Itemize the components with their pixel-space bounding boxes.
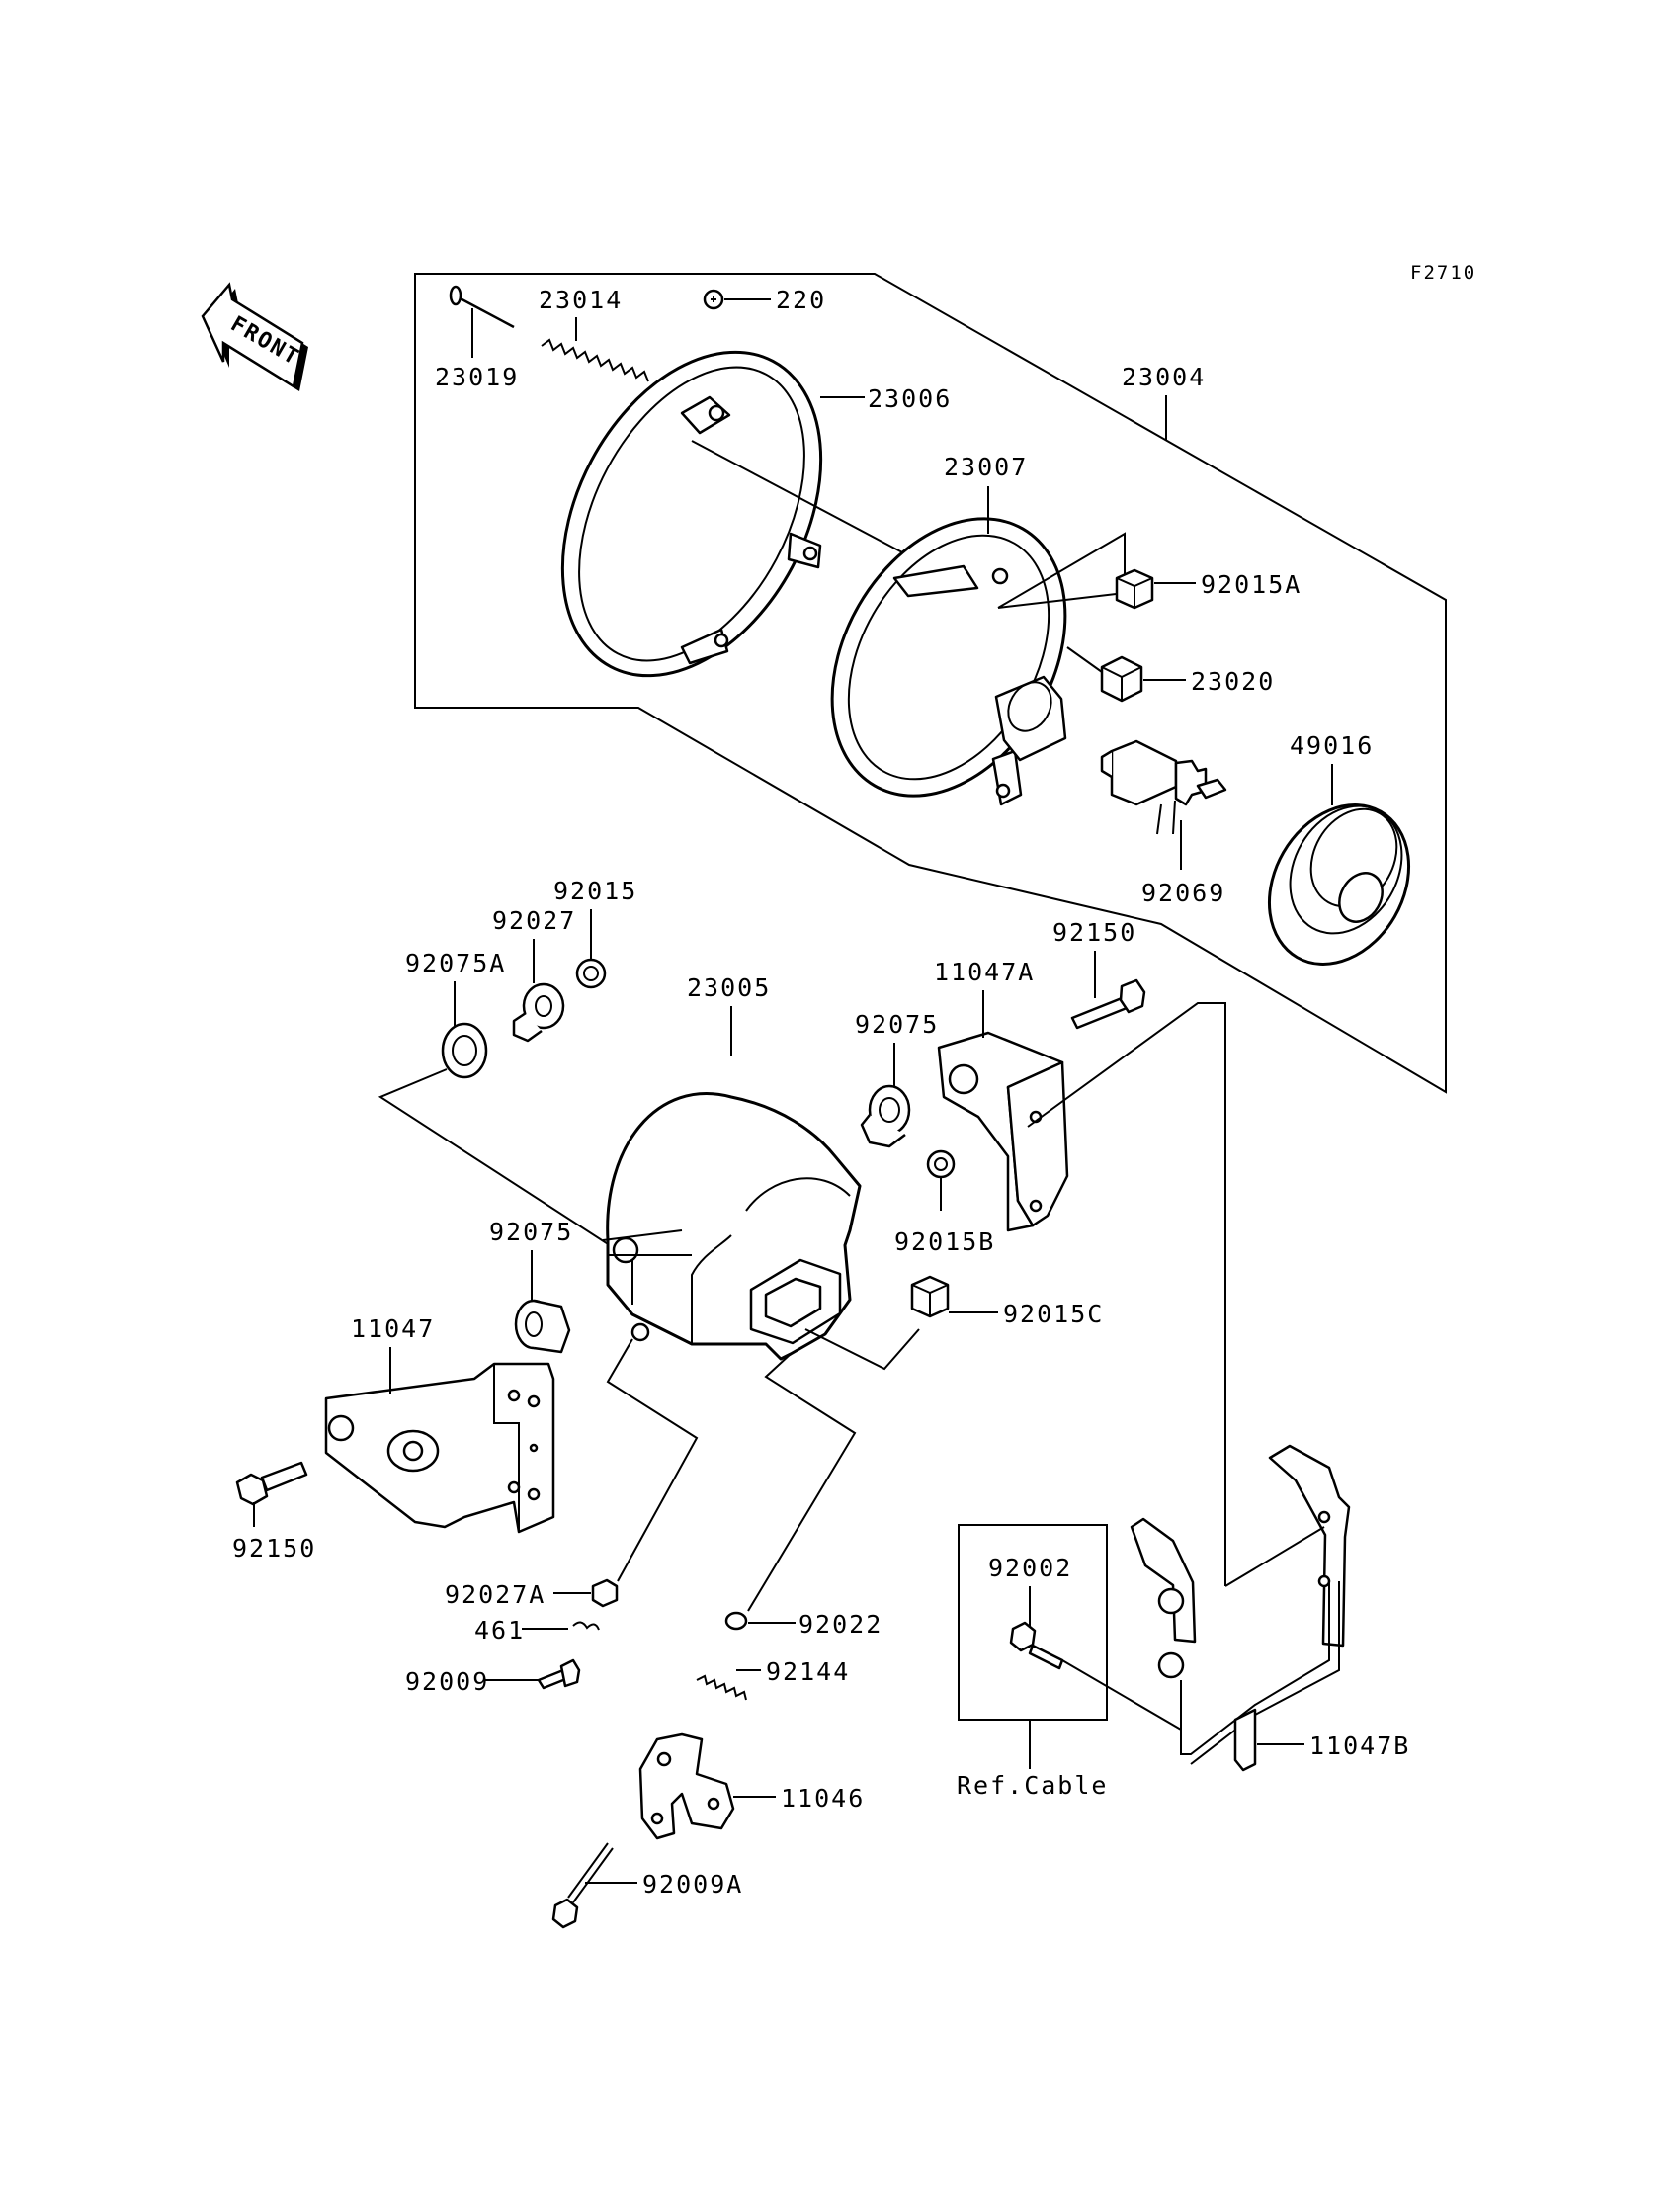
label-11047A: 11047A (934, 958, 1035, 986)
label-92022: 92022 (798, 1610, 882, 1639)
ref-cable-box (958, 1524, 1108, 1721)
label-92015: 92015 (553, 877, 637, 905)
label-92015C: 92015C (1003, 1300, 1104, 1328)
label-92150-top: 92150 (1052, 918, 1136, 947)
label-92015B: 92015B (894, 1227, 995, 1256)
figure-code: F2710 (1410, 262, 1476, 284)
grommet-92022 (724, 1611, 748, 1631)
grommet-92075-top (860, 1084, 911, 1148)
bolt-92150-top (1070, 978, 1146, 1030)
bracket-11047 (324, 1362, 555, 1534)
nut-92015A (1115, 568, 1154, 610)
dust-boot-49016 (1267, 803, 1411, 966)
label-11047B: 11047B (1309, 1732, 1410, 1760)
label-92009A: 92009A (642, 1870, 743, 1899)
headlight-housing-23005 (602, 1092, 862, 1361)
label-11047: 11047 (351, 1314, 435, 1343)
front-arrow-icon: FRONT (201, 282, 308, 391)
spring-23014 (541, 338, 649, 382)
grommet-92075A (441, 1022, 488, 1079)
collar-92027 (512, 982, 565, 1043)
label-92027A: 92027A (445, 1580, 546, 1609)
label-92069: 92069 (1141, 879, 1225, 907)
screw-92009 (537, 1658, 581, 1690)
label-23004: 23004 (1122, 363, 1206, 391)
grommet-92075-mid (514, 1299, 571, 1354)
nut-92015C (910, 1275, 950, 1318)
headlight-unit-outline (414, 273, 1447, 1094)
label-92075A: 92075A (405, 949, 506, 977)
bracket-11047A (937, 1031, 1069, 1232)
label-23007: 23007 (944, 453, 1028, 481)
label-92027: 92027 (492, 906, 576, 935)
collar-92027A (591, 1578, 619, 1608)
bolt-92150-left (235, 1461, 308, 1506)
label-23014: 23014 (539, 286, 623, 314)
label-461: 461 (474, 1616, 525, 1645)
bulb-92069 (1100, 739, 1227, 835)
nut-92015B (926, 1149, 956, 1179)
label-49016: 49016 (1290, 731, 1374, 760)
label-23006: 23006 (868, 384, 952, 413)
screw-23019 (449, 285, 515, 329)
screw-220 (703, 289, 724, 310)
label-92075-top: 92075 (855, 1010, 939, 1039)
screw-92009A (551, 1842, 614, 1929)
nut-23020 (1100, 655, 1143, 703)
label-92144: 92144 (766, 1657, 850, 1686)
clip-461 (572, 1621, 600, 1631)
bracket-11046 (638, 1732, 735, 1840)
reflector-23007 (830, 517, 1067, 806)
bolt-92002 (1009, 1621, 1064, 1670)
headlight-rim-23006 (560, 350, 823, 678)
spring-92144 (696, 1674, 747, 1701)
label-92150-left: 92150 (232, 1534, 316, 1563)
label-23019: 23019 (435, 363, 519, 391)
label-92015A: 92015A (1201, 570, 1302, 599)
label-92009: 92009 (405, 1667, 489, 1696)
nut-92015 (575, 958, 607, 989)
label-220: 220 (776, 286, 826, 314)
label-23020: 23020 (1191, 667, 1275, 696)
label-23005: 23005 (687, 973, 771, 1002)
label-11046: 11046 (781, 1784, 865, 1813)
label-92002: 92002 (988, 1554, 1072, 1582)
label-92075-mid: 92075 (489, 1218, 573, 1246)
bracket-11047B (1130, 1444, 1351, 1772)
label-ref-cable: Ref.Cable (957, 1771, 1108, 1800)
